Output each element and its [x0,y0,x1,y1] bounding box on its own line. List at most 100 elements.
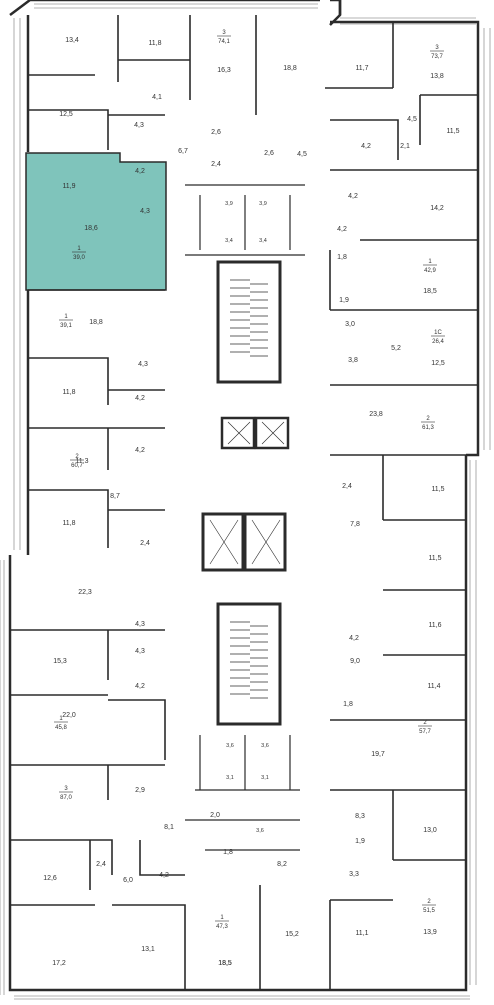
apartment-rooms-label: 1C [434,330,442,336]
room-area-label: 4,2 [159,872,169,879]
apartment-rooms-label: 2 [75,454,79,460]
apartment-rooms-label: 2 [426,416,430,422]
apartment-total-area: 60,7 [71,463,83,469]
room-area-label: 13,4 [65,37,79,44]
room-area-label: 3,1 [261,775,269,781]
room-area-label: 3,8 [348,357,358,364]
apartment-total-area: 87,0 [60,795,72,801]
outer-walls [8,0,480,992]
room-area-label: 8,3 [355,813,365,820]
room-area-label: 4,1 [152,94,162,101]
room-area-label: 3,6 [226,743,234,749]
apartment-rooms-label: 3 [222,30,226,36]
interior-walls-left [10,15,257,990]
room-area-label: 1,8 [343,701,353,708]
room-area-label: 2,4 [342,483,352,490]
room-area-label: 2,4 [211,161,221,168]
room-area-label: 3,1 [226,775,234,781]
room-area-label: 12,5 [59,111,73,118]
apartment-total-area: 47,3 [216,924,228,930]
apartment-total-area: 74,1 [218,39,230,45]
room-area-label: 11,8 [148,40,161,47]
room-area-label: 4,3 [140,208,150,215]
room-area-label: 18,8 [89,319,103,326]
room-area-label: 4,5 [297,151,307,158]
room-area-label: 3,3 [349,871,359,878]
room-area-label: 18,5 [218,960,232,967]
room-area-label: 3,6 [256,828,264,834]
room-area-label: 1,8 [337,254,347,261]
room-area-label: 9,0 [350,658,360,665]
room-area-label: 18,6 [84,225,98,232]
room-area-label: 1,9 [339,297,349,304]
room-area-label: 4,3 [138,361,148,368]
core [201,260,290,726]
room-area-label: 2,4 [96,861,106,868]
apartment-labels: 374,1373,7139,0142,9139,11C26,4261,3260,… [54,30,445,930]
room-area-label: 4,2 [348,193,358,200]
room-area-label: 12,6 [43,875,57,882]
room-area-label: 12,5 [431,360,445,367]
room-area-label: 2,9 [135,787,145,794]
room-area-label: 23,8 [369,411,383,418]
room-area-label: 3,9 [259,201,267,207]
room-area-label: 18,5 [218,960,232,967]
room-area-label: 2,6 [211,129,221,136]
apartment-total-area: 57,7 [419,729,431,735]
room-area-label: 3,4 [259,238,267,244]
room-area-label: 18,8 [283,65,297,72]
room-area-label: 17,2 [52,960,66,967]
room-area-label: 8,7 [110,493,120,500]
room-area-label: 8,1 [164,824,174,831]
room-area-label: 11,6 [428,622,441,629]
room-area-label: 11,4 [427,683,440,690]
apartment-total-area: 26,4 [432,339,444,345]
room-area-label: 16,3 [217,67,231,74]
room-area-label: 8,2 [277,861,287,868]
room-area-label: 1,8 [223,849,233,856]
room-area-label: 4,2 [135,447,145,454]
room-area-label: 13,9 [423,929,437,936]
room-area-label: 2,0 [210,812,220,819]
room-area-label: 15,2 [285,931,299,938]
room-area-label: 7,8 [350,521,360,528]
apartment-total-area: 45,8 [55,725,67,731]
room-area-label: 11,5 [446,128,459,135]
apartment-total-area: 61,3 [422,425,434,431]
room-area-label: 4,3 [135,621,145,628]
room-area-label: 1,9 [355,838,365,845]
apartment-rooms-label: 2 [427,899,431,905]
room-area-label: 3,0 [345,321,355,328]
apartment-total-area: 51,5 [423,908,435,914]
room-area-label: 18,5 [423,288,437,295]
room-area-label: 15,3 [53,658,67,665]
apartment-rooms-label: 1 [59,716,63,722]
room-area-label: 4,5 [407,116,417,123]
apartment-rooms-label: 3 [435,45,439,51]
apartment-rooms-label: 2 [423,720,427,726]
room-area-label: 11,5 [431,486,444,493]
room-area-label: 22,0 [62,712,76,719]
room-area-label: 11,8 [62,520,75,527]
apartment-total-area: 42,9 [424,268,436,274]
room-area-label: 6,7 [178,148,188,155]
apartment-rooms-label: 1 [428,259,432,265]
window-frames [0,3,491,1000]
apartment-rooms-label: 1 [64,314,68,320]
corridor-walls [185,184,305,851]
room-area-label: 3,9 [225,201,233,207]
room-area-label: 2,6 [264,150,274,157]
room-area-label: 4,2 [135,168,145,175]
apartment-total-area: 39,1 [60,323,72,329]
room-area-label: 4,2 [337,226,347,233]
apartment-total-area: 39,0 [73,255,85,261]
apartment-rooms-label: 1 [77,246,81,252]
room-area-label: 4,2 [135,683,145,690]
room-area-label: 14,2 [430,205,444,212]
room-area-label: 4,2 [135,395,145,402]
highlighted-apartment[interactable] [25,152,167,291]
room-area-label: 6,0 [123,877,133,884]
